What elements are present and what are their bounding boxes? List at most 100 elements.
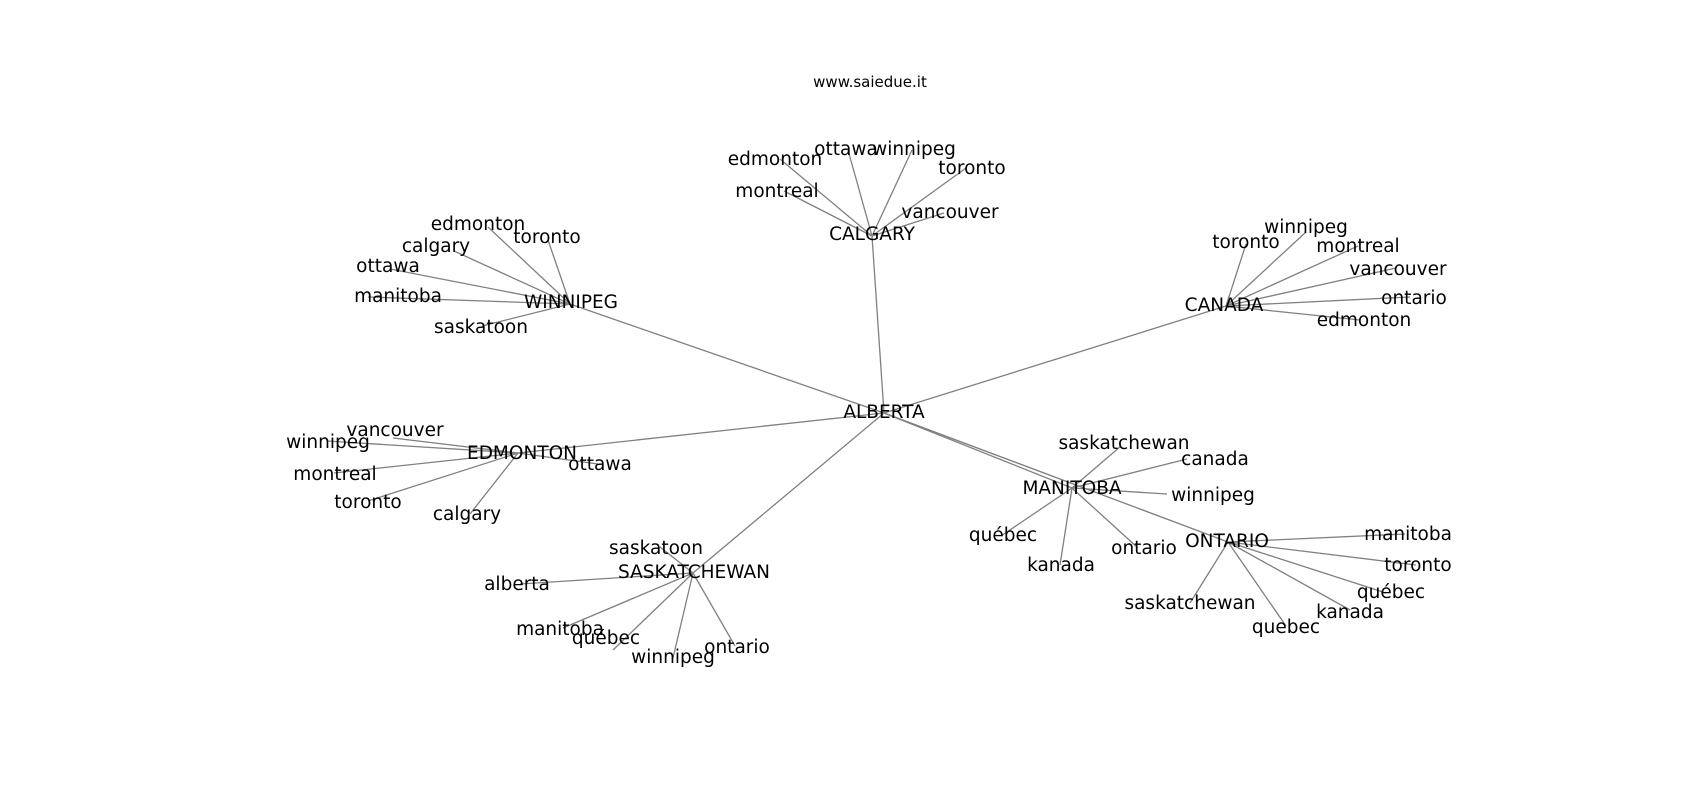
node-leaf-edmonton-montreal: montreal <box>293 464 376 485</box>
node-leaf-calgary-vancouver: vancouver <box>901 202 999 223</box>
edge-root-edmonton <box>517 412 885 454</box>
edge-manitoba-saskatchewan <box>1071 445 1122 489</box>
node-leaf-saskatchewan-alberta: alberta <box>484 574 550 595</box>
edge-canada-winnipeg <box>1225 231 1307 307</box>
node-leaf-ontario-manitoba: manitoba <box>1364 524 1452 545</box>
node-hub-winnipeg: WINNIPEG <box>524 292 618 313</box>
node-leaf-edmonton-vancouver: vancouver <box>346 420 444 441</box>
edge-calgary-vancouver <box>871 212 945 237</box>
node-leaf-calgary-ottawa: ottawa <box>814 139 878 160</box>
edge-winnipeg-saskatoon <box>481 303 571 327</box>
node-leaf-calgary-montreal: montreal <box>735 181 818 202</box>
edge-root-canada <box>883 305 1227 414</box>
node-leaf-winnipeg-edmonton: edmonton <box>431 214 526 235</box>
node-hub-manitoba: MANITOBA <box>1022 478 1121 499</box>
node-leaf-edmonton-ottawa: ottawa <box>568 454 632 475</box>
edge-root-saskatchewan <box>692 412 885 574</box>
edges-layer <box>326 149 1417 659</box>
node-leaf-edmonton-toronto: toronto <box>334 492 401 513</box>
node-leaf-saskatchewan-manitoba: manitoba <box>516 619 604 640</box>
node-leaf-canada-montreal: montreal <box>1316 236 1399 257</box>
edge-calgary-winnipeg <box>871 149 913 237</box>
node-leaf-winnipeg-toronto: toronto <box>513 227 580 248</box>
node-leaf-edmonton-calgary: calgary <box>433 504 501 525</box>
edge-saskatchewan-winnipeg <box>672 572 694 659</box>
edge-ontario-québec <box>1227 541 1387 594</box>
node-leaf-canada-vancouver: vancouver <box>1349 259 1447 280</box>
edge-calgary-ottawa <box>847 149 873 237</box>
edge-saskatchewan-manitoba <box>562 572 694 629</box>
node-hub-edmonton: EDMONTON <box>467 443 577 464</box>
node-hub-calgary: CALGARY <box>829 224 916 245</box>
node-leaf-saskatchewan-saskatoon: saskatoon <box>609 538 703 559</box>
edge-edmonton-calgary <box>469 452 519 515</box>
node-leaf-manitoba-canada: canada <box>1181 449 1249 470</box>
edge-saskatchewan-alberta <box>519 572 694 585</box>
edge-edmonton-montreal <box>333 452 519 474</box>
node-leaf-winnipeg-saskatoon: saskatoon <box>434 317 528 338</box>
node-leaf-winnipeg-ottawa: ottawa <box>356 256 420 277</box>
edge-ontario-quebec <box>1227 541 1287 627</box>
edge-root-ontario <box>883 412 1229 543</box>
node-leaf-calgary-winnipeg: winnipeg <box>872 139 956 160</box>
edge-calgary-toronto <box>871 167 967 237</box>
edge-edmonton-ottawa <box>517 452 599 465</box>
diagram-title: www.saiedue.it <box>813 73 927 91</box>
edge-winnipeg-edmonton <box>487 226 571 305</box>
node-hub-ontario: ONTARIO <box>1185 531 1269 552</box>
node-root-alberta: ALBERTA <box>843 402 925 423</box>
edge-manitoba-québec <box>1000 487 1073 537</box>
node-leaf-winnipeg-manitoba: manitoba <box>354 286 442 307</box>
edge-edmonton-vancouver <box>392 437 519 454</box>
node-leaf-canada-edmonton: edmonton <box>1317 310 1412 331</box>
node-leaf-saskatchewan-ontario: ontario <box>704 637 770 658</box>
node-leaf-ontario-quebec: quebec <box>1252 617 1320 638</box>
node-leaf-canada-winnipeg: winnipeg <box>1264 217 1348 238</box>
edge-calgary-montreal <box>783 190 873 237</box>
edge-saskatchewan-ontario <box>692 572 736 647</box>
edge-ontario-kanada <box>1227 541 1351 611</box>
edge-root-calgary <box>871 235 885 414</box>
edge-canada-toronto <box>1225 243 1247 307</box>
node-leaf-ontario-québec: québec <box>1357 582 1425 603</box>
edge-winnipeg-toronto <box>547 239 571 305</box>
edge-ontario-toronto <box>1227 541 1417 566</box>
node-leaf-winnipeg-calgary: calgary <box>402 236 470 257</box>
node-hub-saskatchewan: SASKATCHEWAN <box>618 562 770 583</box>
node-leaf-edmonton-winnipeg: winnipeg <box>286 432 370 453</box>
node-leaf-ontario-toronto: toronto <box>1384 555 1451 576</box>
edge-edmonton-winnipeg <box>326 440 519 454</box>
edge-winnipeg-ottawa <box>389 268 571 305</box>
edge-manitoba-ontario <box>1071 487 1139 549</box>
node-leaf-calgary-edmonton: edmonton <box>728 149 823 170</box>
node-leaf-saskatchewan-winnipeg: winnipeg <box>631 647 715 668</box>
node-leaf-manitoba-saskatchewan: saskatchewan <box>1058 433 1189 454</box>
edge-saskatchewan-saskatoon <box>659 546 694 574</box>
edge-canada-vancouver <box>1225 267 1397 307</box>
node-leaf-manitoba-winnipeg: winnipeg <box>1171 485 1255 506</box>
node-leaf-canada-toronto: toronto <box>1212 232 1279 253</box>
node-leaf-canada-ontario: ontario <box>1381 288 1447 309</box>
edge-winnipeg-manitoba <box>367 296 571 305</box>
node-leaf-manitoba-québec: québec <box>969 525 1037 546</box>
edge-ontario-saskatchewan <box>1189 541 1229 604</box>
node-leaf-manitoba-kanada: kanada <box>1027 555 1095 576</box>
edge-manitoba-kanada <box>1059 487 1073 566</box>
node-leaf-manitoba-ontario: ontario <box>1111 538 1177 559</box>
node-leaf-ontario-saskatchewan: saskatchewan <box>1124 593 1255 614</box>
edge-saskatchewan-québec <box>612 572 694 651</box>
edge-manitoba-canada <box>1071 458 1188 489</box>
edge-edmonton-toronto <box>367 452 519 502</box>
edge-root-winnipeg <box>569 303 885 414</box>
labels-layer: CALGARYedmontonottawawinnipegtorontomont… <box>286 139 1452 668</box>
node-leaf-saskatchewan-québec: québec <box>572 628 640 649</box>
node-leaf-ontario-kanada: kanada <box>1316 602 1384 623</box>
edge-canada-ontario <box>1225 296 1411 307</box>
edge-canada-edmonton <box>1225 305 1361 321</box>
node-hub-canada: CANADA <box>1185 295 1264 316</box>
node-leaf-calgary-toronto: toronto <box>938 158 1005 179</box>
edge-calgary-edmonton <box>779 158 873 237</box>
edge-canada-montreal <box>1225 245 1359 307</box>
edge-winnipeg-calgary <box>453 250 571 305</box>
